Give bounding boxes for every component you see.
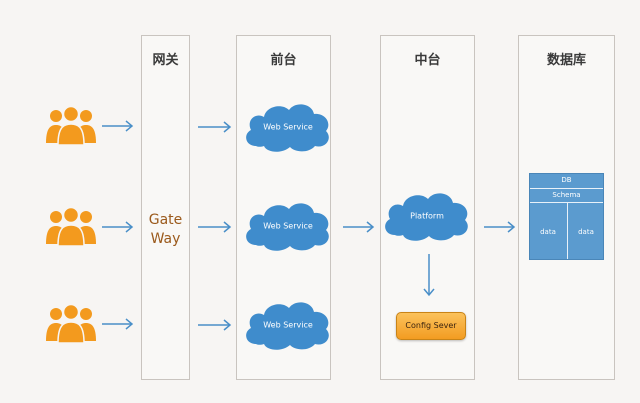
user-group-icon bbox=[46, 105, 96, 145]
gateway-label-line1: Gate bbox=[148, 212, 183, 228]
gateway-column: 网关 Gate Way bbox=[141, 35, 190, 380]
db-data-right: data bbox=[578, 228, 594, 236]
db-schema: Schema bbox=[530, 188, 603, 203]
web-service-cloud: Web Service bbox=[242, 98, 334, 156]
db-box: DB Schema data data bbox=[529, 173, 604, 260]
arrow-right-icon bbox=[484, 221, 516, 233]
gateway-label: Gate Way bbox=[142, 211, 189, 249]
gateway-label-line2: Way bbox=[150, 231, 181, 247]
arrow-right-icon bbox=[198, 319, 232, 331]
arrow-down-icon bbox=[423, 254, 435, 297]
db-data-left: data bbox=[540, 228, 556, 236]
web-service-label: Web Service bbox=[263, 122, 313, 132]
arrow-right-icon bbox=[102, 221, 134, 233]
db-title: DB bbox=[561, 176, 572, 184]
platform-cloud: Platform bbox=[381, 187, 473, 245]
web-service-cloud: Web Service bbox=[242, 296, 334, 354]
cloud-icon bbox=[246, 203, 329, 251]
database-column-title: 数据库 bbox=[546, 53, 586, 68]
platform-label: Platform bbox=[410, 211, 444, 221]
arrow-right-icon bbox=[102, 120, 134, 132]
cloud-icon bbox=[246, 104, 329, 152]
arrow-right-icon bbox=[198, 121, 232, 133]
web-service-label: Web Service bbox=[263, 320, 313, 330]
middle-column-title: 中台 bbox=[414, 53, 441, 68]
cloud-icon bbox=[246, 302, 329, 350]
config-server-box: Config Sever bbox=[396, 312, 466, 340]
web-service-label: Web Service bbox=[263, 221, 313, 231]
frontend-column-title: 前台 bbox=[270, 53, 297, 68]
arrow-right-icon bbox=[102, 318, 134, 330]
user-group-icon bbox=[46, 206, 96, 246]
arrow-right-icon bbox=[343, 221, 375, 233]
arrow-right-icon bbox=[198, 221, 232, 233]
user-group-icon bbox=[46, 303, 96, 343]
db-divider bbox=[567, 202, 568, 259]
gateway-column-title: 网关 bbox=[152, 53, 179, 68]
web-service-cloud: Web Service bbox=[242, 197, 334, 255]
cloud-icon bbox=[385, 193, 468, 241]
